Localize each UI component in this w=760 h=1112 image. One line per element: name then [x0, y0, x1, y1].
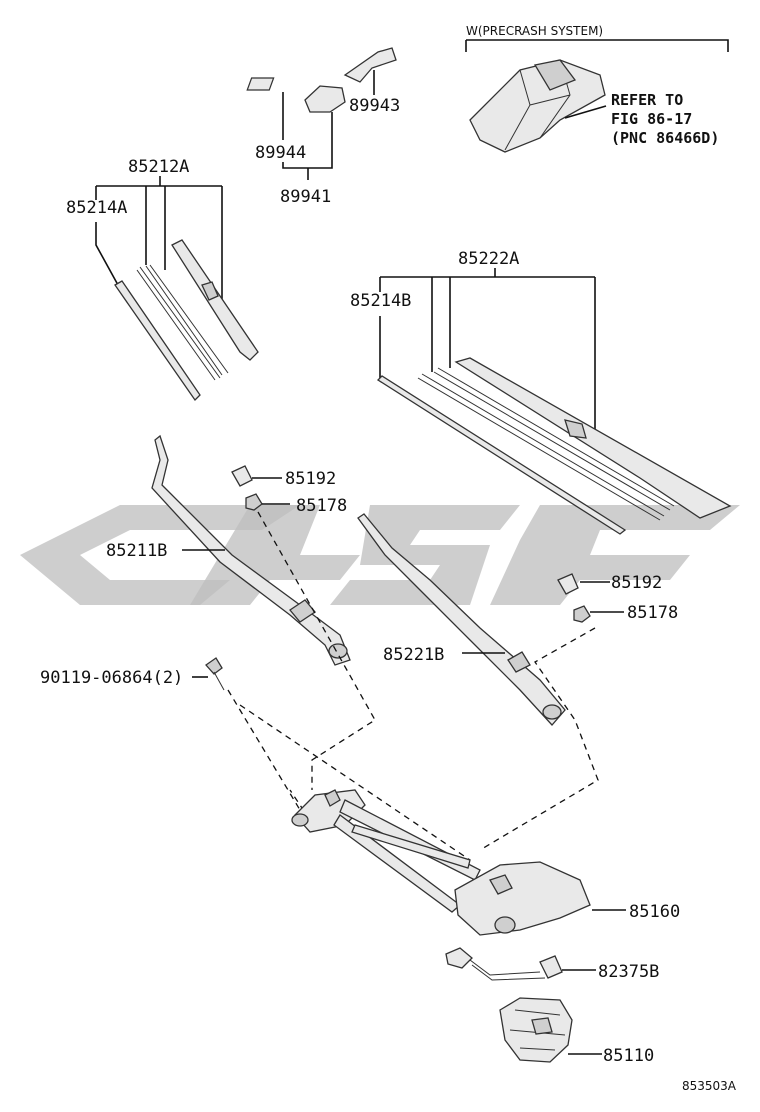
- cap-nut-right-part: [557, 573, 591, 623]
- cap-nut-top-part: [231, 465, 263, 511]
- precrash-header: W(PRECRASH SYSTEM): [465, 24, 729, 52]
- label-85212A: 85212A: [128, 157, 189, 177]
- label-85178-top: 85178: [296, 496, 347, 516]
- label-89944: 89944: [255, 143, 306, 163]
- left-wiper-arm-part: [151, 434, 351, 666]
- label-85211B: 85211B: [106, 541, 167, 561]
- label-85160: 85160: [629, 902, 680, 922]
- right-wiper-arm-part: [357, 513, 566, 726]
- label-85221B: 85221B: [383, 645, 444, 665]
- rain-sensor-parts: [246, 47, 397, 180]
- figure-id: 853503A: [682, 1079, 737, 1093]
- refer-line-3: (PNC 86466D): [611, 129, 719, 147]
- label-85192-right: 85192: [611, 573, 662, 593]
- label-85110: 85110: [603, 1046, 654, 1066]
- label-89943: 89943: [349, 96, 400, 116]
- label-89941: 89941: [280, 187, 331, 207]
- watermark-logo: [20, 505, 740, 605]
- header-label: W(PRECRASH SYSTEM): [466, 24, 603, 38]
- label-85214A: 85214A: [66, 198, 127, 218]
- bolt-part: [205, 657, 225, 691]
- label-85178-right: 85178: [627, 603, 678, 623]
- precrash-sensor-cover-part: [469, 59, 607, 153]
- label-85214B: 85214B: [350, 291, 411, 311]
- label-90119: 90119-06864(2): [40, 668, 183, 688]
- label-82375B: 82375B: [598, 962, 659, 982]
- left-wiper-blade-part: [114, 239, 259, 402]
- label-85222A: 85222A: [458, 249, 519, 269]
- refer-line-1: REFER TO: [611, 91, 683, 109]
- wiper-motor-part: [499, 997, 573, 1063]
- right-wiper-blade-part: [376, 357, 732, 535]
- dashed-connectors: [227, 511, 599, 861]
- wiper-link-assembly-part: [291, 789, 591, 936]
- refer-line-2: FIG 86-17: [611, 110, 692, 128]
- wire-harness-part: [445, 947, 563, 981]
- label-85192-top: 85192: [285, 469, 336, 489]
